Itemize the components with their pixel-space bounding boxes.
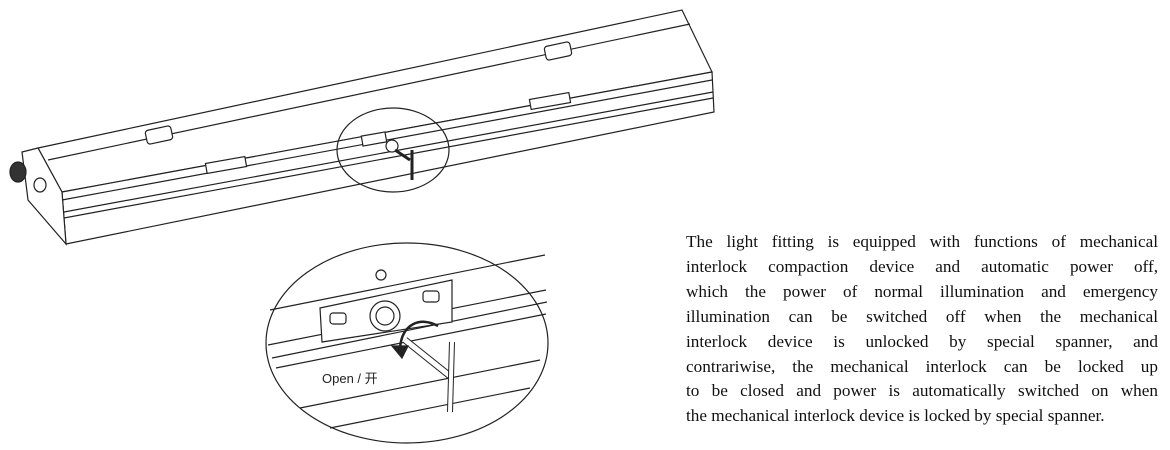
description-line: illumination can be switched off when th… xyxy=(686,306,1158,326)
spanner-icon xyxy=(402,337,455,413)
rotate-arrow-icon xyxy=(390,320,439,360)
cable-gland-icon xyxy=(9,161,47,193)
description-line: interlock device is unlocked by special … xyxy=(686,331,1158,351)
description-line: contrariwise, the mechanical interlock c… xyxy=(686,356,1158,376)
description-line: which the power of normal illumination a… xyxy=(686,281,1158,301)
description-line: interlock compaction device and automati… xyxy=(686,256,1158,276)
open-label: Open / 开 xyxy=(322,371,378,386)
clip-left xyxy=(144,125,174,145)
interlock-highlight xyxy=(336,107,450,193)
clip-right xyxy=(543,41,573,61)
luminaire-body xyxy=(9,9,715,246)
description-line: the mechanical interlock device is locke… xyxy=(686,406,1105,426)
interlock-detail-callout: Open / 开 xyxy=(265,242,549,444)
label-window-right xyxy=(528,91,572,111)
description-line: The light fitting is equipped with funct… xyxy=(686,232,1158,251)
label-window-left xyxy=(204,155,248,175)
description-line: to be closed and power is automatically … xyxy=(686,381,1158,401)
description-text: The light fitting is equipped with funct… xyxy=(686,230,1158,429)
